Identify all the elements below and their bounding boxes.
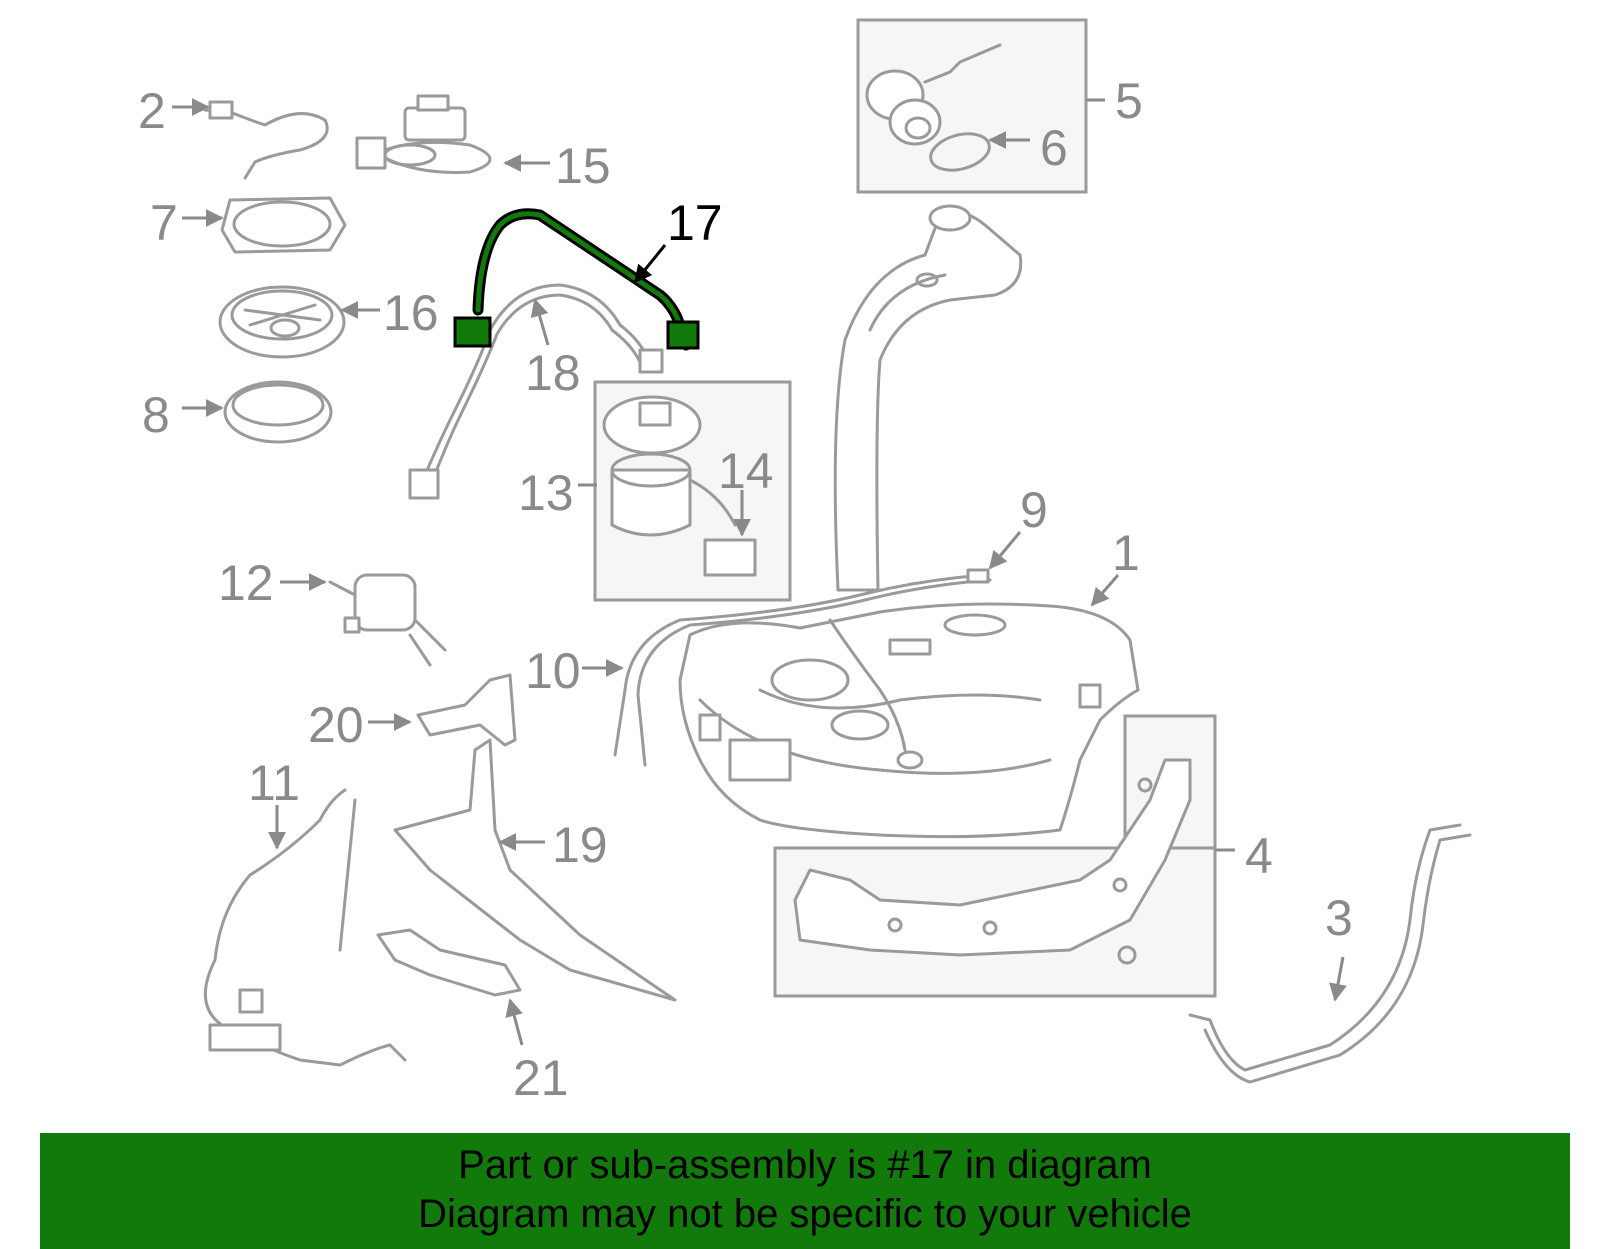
part-12-filter — [328, 573, 447, 667]
callout-1: 1 — [1112, 525, 1140, 581]
callout-8: 8 — [142, 387, 170, 443]
callout-21: 21 — [513, 1050, 569, 1106]
callout-13: 13 — [518, 465, 574, 521]
callout-14: 14 — [718, 443, 774, 499]
part-19-shield — [393, 738, 677, 1002]
part-18-connector — [408, 468, 440, 500]
callout-10: 10 — [525, 643, 581, 699]
filler-neck — [833, 204, 1023, 592]
leader-21 — [505, 998, 524, 1046]
part-13-pump-module — [602, 395, 737, 537]
leader-1 — [1090, 574, 1120, 607]
part-16-flange — [218, 285, 346, 359]
part-2-sensor-wire — [203, 100, 329, 180]
callout-4: 4 — [1245, 828, 1273, 884]
callout-18: 18 — [525, 345, 581, 401]
part-7-lock-ring — [220, 196, 347, 254]
part-15-connector — [355, 94, 492, 174]
info-banner: Part or sub-assembly is #17 in diagram D… — [40, 1133, 1570, 1249]
callout-20: 20 — [308, 697, 364, 753]
callout-17: 17 — [667, 195, 723, 251]
part-3-strap — [1188, 823, 1472, 1084]
callout-15: 15 — [555, 138, 611, 194]
part-5-cap — [865, 43, 1002, 146]
part-21-cover — [376, 928, 522, 997]
part-11-harness — [203, 788, 407, 1067]
callout-19: 19 — [552, 817, 608, 873]
part-14-sender — [703, 538, 757, 577]
callout-16: 16 — [383, 285, 439, 341]
part-8-seal — [223, 380, 333, 444]
banner-line-2: Diagram may not be specific to your vehi… — [418, 1192, 1192, 1236]
part-4-bracket — [793, 758, 1192, 965]
callout-6: 6 — [1040, 120, 1068, 176]
leader-18 — [530, 298, 550, 346]
callout-2: 2 — [138, 83, 166, 139]
leader-17 — [633, 244, 667, 284]
part-17-highlight-line — [453, 208, 700, 351]
callout-11: 11 — [248, 755, 300, 811]
callout-12: 12 — [218, 555, 274, 611]
callout-7: 7 — [150, 195, 178, 251]
part-1-fuel-tank — [678, 602, 1140, 839]
callout-9: 9 — [1020, 482, 1048, 538]
parts-diagram: 2 15 7 16 8 17 18 5 6 13 14 9 1 12 10 20… — [138, 18, 1472, 1106]
part-20-bracket — [416, 673, 517, 747]
callout-5: 5 — [1115, 73, 1143, 129]
leader-3 — [1329, 956, 1347, 1002]
part-9-10-fuel-lines — [613, 568, 992, 767]
part-18-hose — [423, 283, 652, 484]
banner-line-1: Part or sub-assembly is #17 in diagram — [458, 1143, 1152, 1187]
part-18-connector-top — [638, 348, 664, 374]
callout-3: 3 — [1325, 890, 1353, 946]
leader-9 — [988, 531, 1022, 570]
